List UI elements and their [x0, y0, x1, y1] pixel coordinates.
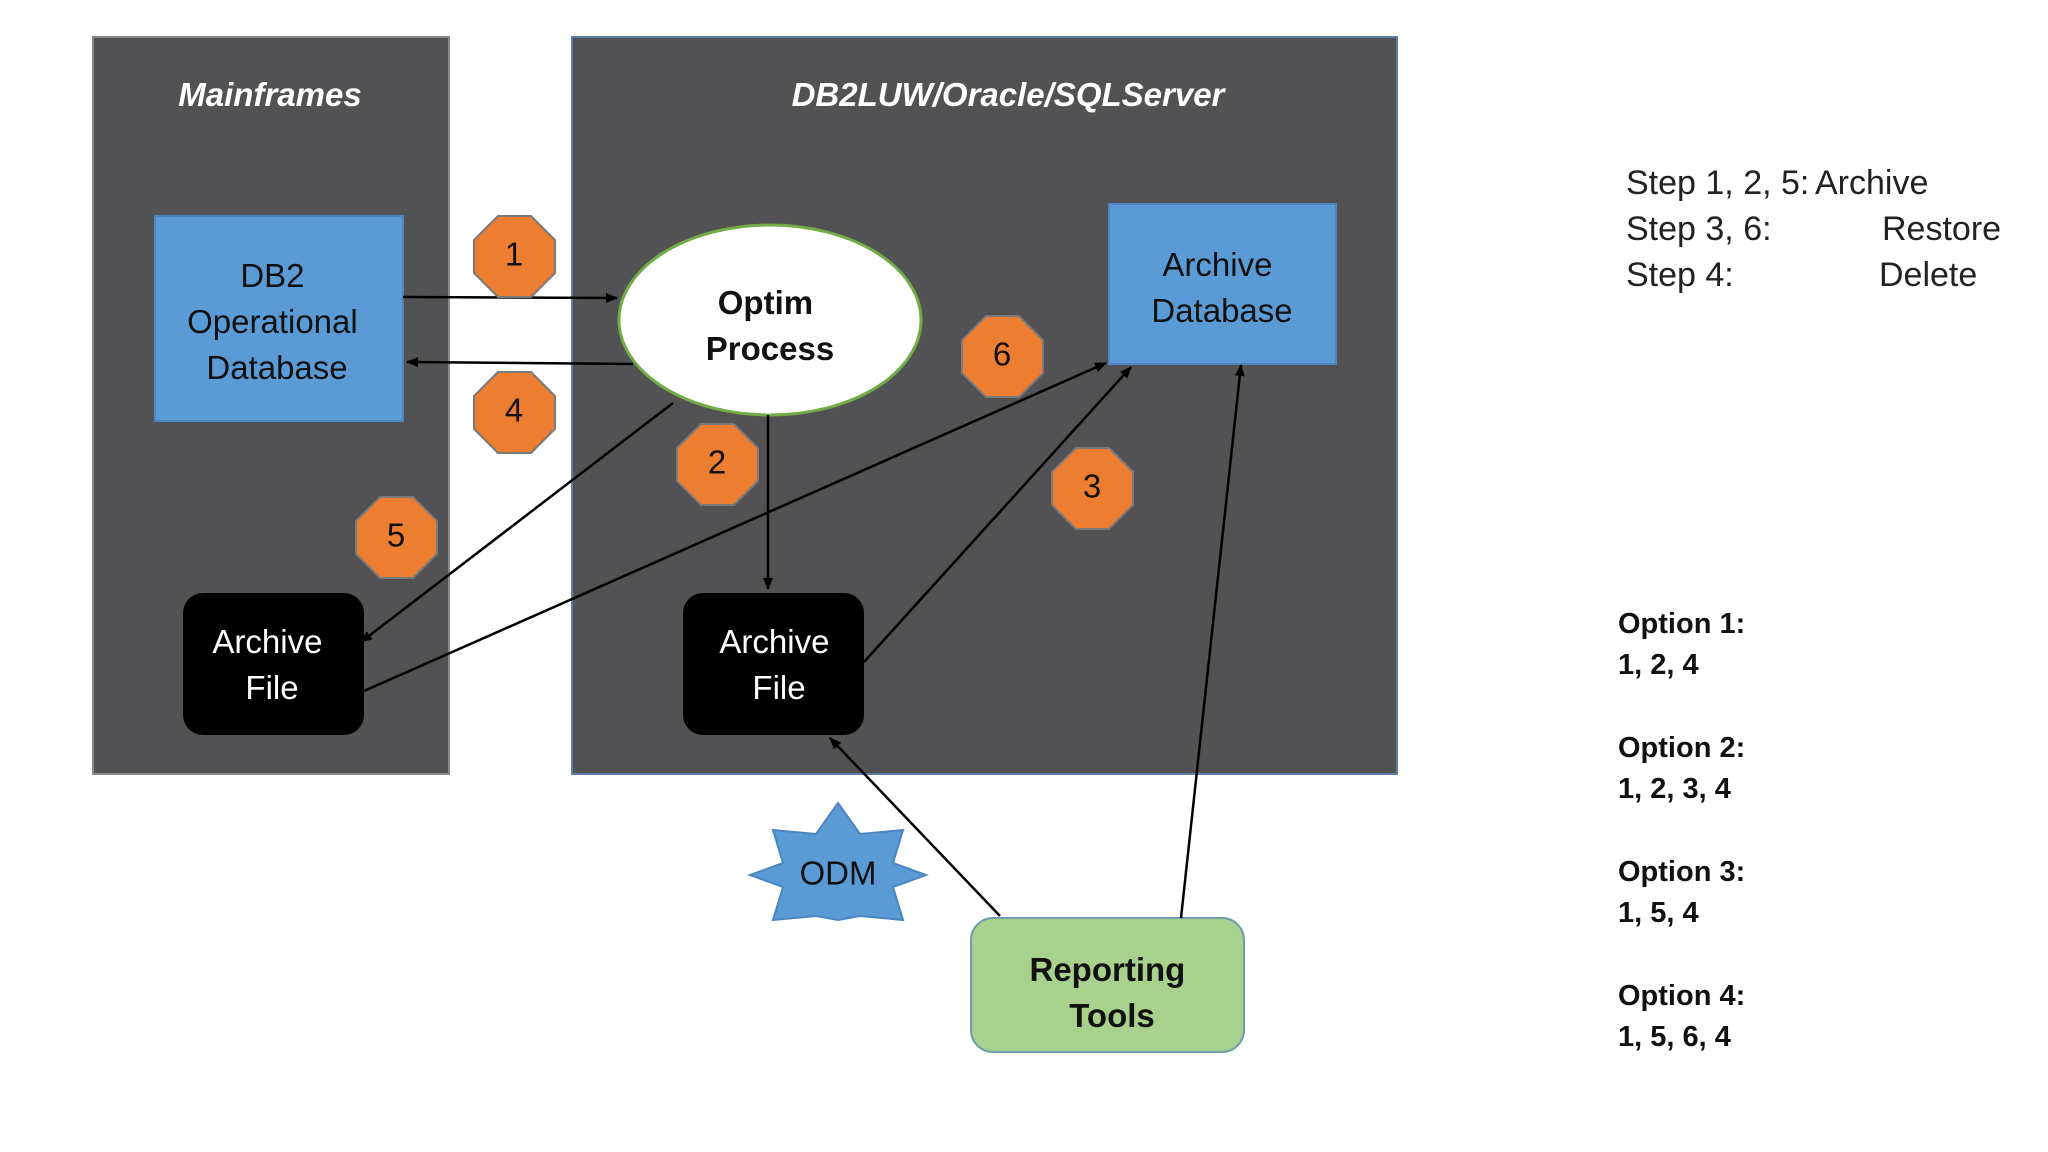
option-1: Option 1: 1, 2, 4 [1618, 604, 1745, 686]
option-title: Option 2: [1618, 732, 1746, 764]
db2-label-line-3: Database [206, 349, 347, 386]
archive-file-mainframe-line-1: Archive [212, 623, 322, 660]
legend-step-action: Archive [1815, 164, 1929, 202]
option-sequence: 1, 2, 4 [1618, 649, 1699, 681]
legend-step-archive: Step 1, 2, 5:Archive [1626, 164, 1928, 203]
archive-database-line-2: Database [1151, 292, 1292, 329]
step-badge-6: 6 [961, 315, 1044, 398]
legend-step-action: Restore [1882, 210, 2002, 248]
option-sequence: 1, 5, 6, 4 [1618, 1021, 1731, 1053]
step-badge-5-label: 5 [387, 517, 405, 554]
step-badge-3-label: 3 [1083, 468, 1101, 505]
optim-label-line-1: Optim [718, 284, 813, 321]
legend-step-label: Step 4: [1626, 256, 1734, 294]
step-badge-1-label: 1 [505, 236, 523, 273]
step-badge-5: 5 [355, 496, 438, 579]
reporting-tools [970, 917, 1245, 1053]
reporting-tools-line-1: Reporting [1030, 951, 1186, 988]
archive-database [1108, 203, 1337, 365]
legend-step-action: Delete [1879, 256, 1978, 294]
step-badge-4: 4 [473, 371, 556, 454]
optim-process [617, 223, 923, 417]
step-badge-2: 2 [676, 423, 759, 506]
option-title: Option 4: [1618, 980, 1746, 1012]
reporting-tools-label: Reporting Tools [1030, 951, 1195, 1034]
archive-file-distributed-line-2: File [752, 669, 805, 706]
odm-label: ODM [800, 855, 877, 892]
optim-process-label: Optim Process [706, 284, 834, 367]
legend-step-label: Step 1, 2, 5: [1626, 164, 1810, 202]
arrow-mainframe-file-to-archive-db [363, 361, 1107, 693]
arrow-reporting-to-archive-db [1179, 364, 1245, 919]
step-badge-2-label: 2 [708, 444, 726, 481]
archive-file-distributed [683, 593, 864, 735]
arrow-reporting-to-distributed-file [829, 737, 1001, 917]
legend-step-delete: Step 4: Delete [1626, 256, 1977, 295]
legend-step-restore: Step 3, 6: Restore [1626, 210, 2001, 249]
step-badge-6-label: 6 [993, 336, 1011, 373]
option-sequence: 1, 2, 3, 4 [1618, 773, 1731, 805]
db2-operational-database [154, 215, 404, 422]
step-badge-1: 1 [473, 215, 556, 298]
step-badge-3: 3 [1051, 447, 1134, 530]
legend-step-label: Step 3, 6: [1626, 210, 1772, 248]
option-3: Option 3: 1, 5, 4 [1618, 852, 1745, 934]
db2-label-line-2: Operational [187, 303, 358, 340]
odm-star-icon [747, 801, 929, 922]
option-sequence: 1, 5, 4 [1618, 897, 1699, 929]
optim-label-line-2: Process [706, 330, 834, 367]
db2-operational-label: DB2 Operational Database [187, 257, 367, 386]
option-2: Option 2: 1, 2, 3, 4 [1618, 728, 1745, 810]
archive-file-distributed-label: Archive File [719, 623, 838, 706]
option-title: Option 1: [1618, 608, 1746, 640]
option-title: Option 3: [1618, 856, 1746, 888]
arrow-optim-to-db2 [406, 357, 634, 368]
step-badge-4-label: 4 [505, 392, 523, 429]
reporting-tools-line-2: Tools [1069, 997, 1155, 1034]
db2-label-line-1: DB2 [240, 257, 304, 294]
mainframes-panel-title: Mainframes [178, 76, 361, 113]
archive-file-mainframe-label: Archive File [212, 623, 331, 706]
archive-file-mainframe-line-2: File [245, 669, 298, 706]
arrow-distributed-file-to-archive-db [863, 366, 1132, 663]
archive-database-label: Archive Database [1151, 246, 1292, 329]
arrow-optim-to-mainframe-file [360, 402, 674, 643]
option-4: Option 4: 1, 5, 6, 4 [1618, 976, 1745, 1058]
archive-file-mainframe [183, 593, 364, 735]
distributed-panel-title: DB2LUW/Oracle/SQLServer [792, 76, 1227, 113]
archive-database-line-1: Archive [1162, 246, 1272, 283]
archive-file-distributed-line-1: Archive [719, 623, 829, 660]
